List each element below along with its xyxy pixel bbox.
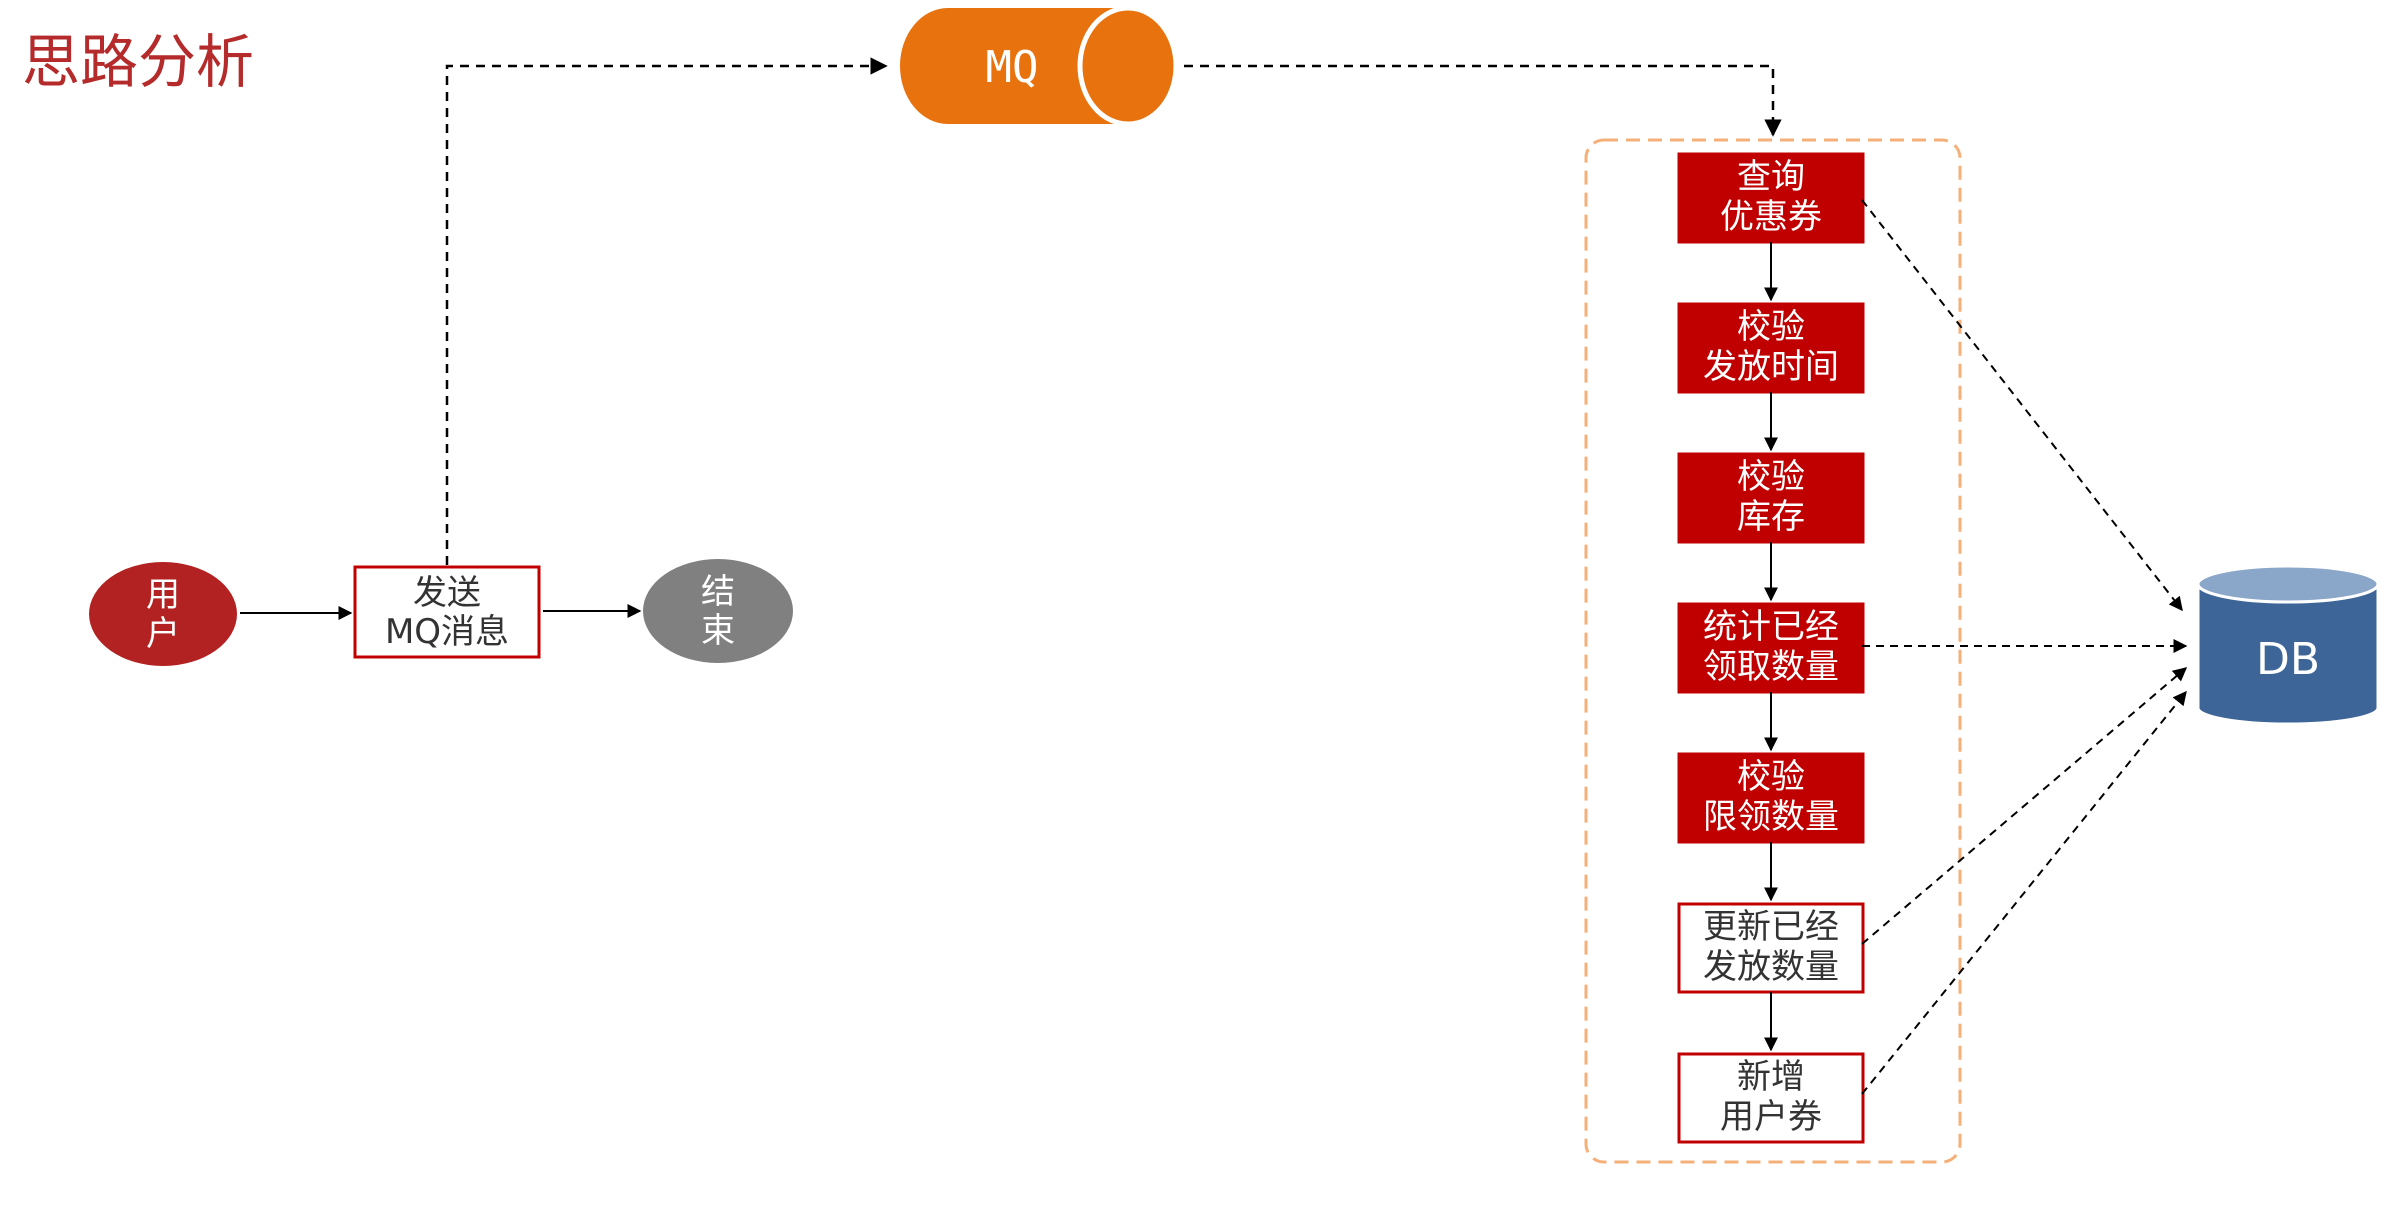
flow-step-box: [1677, 902, 1865, 994]
flow-step-box: [1677, 752, 1865, 844]
flow-step-box: [1677, 1052, 1865, 1144]
db-label: DB: [2256, 634, 2320, 685]
flow-step-line1: 新增: [1737, 1057, 1805, 1097]
steps-layer: 查询优惠券校验发放时间校验库存统计已经领取数量校验限领数量更新已经发放数量新增用…: [1677, 152, 1865, 1144]
database: DB: [2196, 564, 2380, 726]
send-mq-line2: MQ消息: [385, 612, 509, 652]
dashed-arrow-send-to-mq: [445, 57, 888, 565]
flow-step-line2: 库存: [1737, 497, 1805, 537]
end-node-line2: 束: [701, 611, 735, 651]
dashed-arrow-query-to-db: [1861, 199, 2183, 612]
flow-step-line2: 用户券: [1720, 1097, 1822, 1137]
flow-step-box: [1677, 452, 1865, 544]
consumer-group-border: [1584, 138, 1962, 1164]
flow-step-line1: 校验: [1737, 457, 1805, 497]
flow-step-line2: 优惠券: [1720, 197, 1822, 237]
mq-queue: MQ: [900, 5, 1179, 127]
send-mq-box: 发送 MQ消息: [353, 565, 541, 659]
end-node: 结 束: [643, 559, 793, 663]
mq-label: MQ: [986, 42, 1039, 93]
flow-step-line1: 查询: [1737, 157, 1805, 197]
flow-step-line2: 领取数量: [1703, 647, 1839, 687]
user-node-line1: 用: [146, 575, 180, 615]
page-title: 思路分析: [22, 28, 254, 96]
flow-step-line2: 发放时间: [1703, 347, 1839, 387]
flow-step-line1: 更新已经: [1703, 907, 1839, 947]
flow-step-box: [1677, 302, 1865, 394]
user-node: 用 户: [89, 562, 237, 666]
user-node-line2: 户: [146, 614, 180, 654]
flow-step-line1: 统计已经: [1703, 607, 1839, 647]
send-mq-line1: 发送: [413, 573, 481, 613]
flow-step-line2: 限领数量: [1703, 797, 1839, 837]
flow-step-line1: 校验: [1737, 307, 1805, 347]
dashed-arrow-insert-to-db: [1861, 690, 2187, 1095]
dashed-arrow-mq-to-steps: [1184, 64, 1782, 137]
end-node-line1: 结: [701, 572, 735, 612]
flow-step-line2: 发放数量: [1703, 947, 1839, 987]
flow-step-line1: 校验: [1737, 757, 1805, 797]
flow-step-box: [1677, 152, 1865, 244]
dashed-arrow-update-to-db: [1861, 667, 2188, 945]
